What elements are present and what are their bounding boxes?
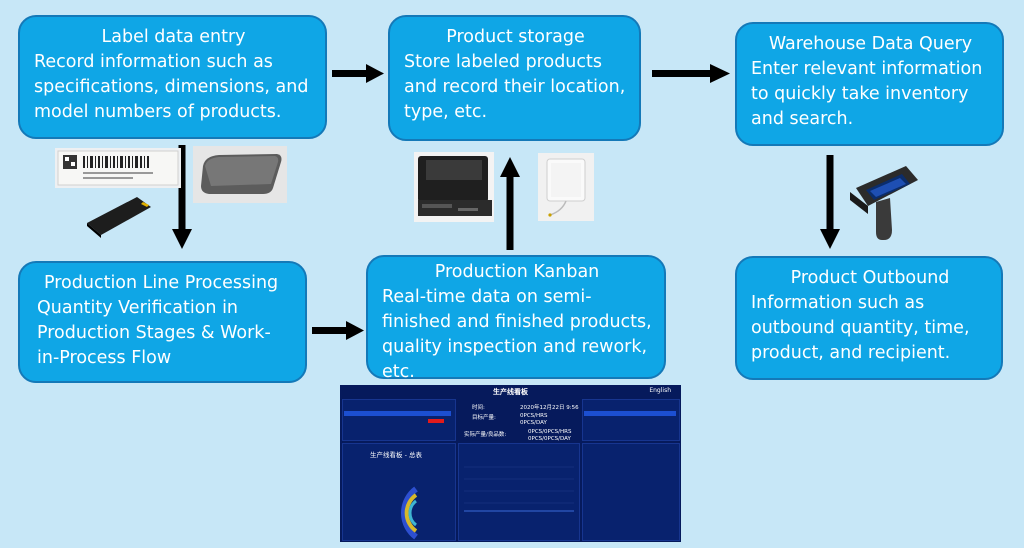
dashboard-time-label: 时间:	[472, 405, 485, 411]
dashboard-target-label: 目标产量:	[472, 415, 496, 421]
arrow-right-icon	[332, 64, 384, 83]
production-line-title: Production Line Processing	[44, 273, 279, 293]
usb-rfid-reader-image	[87, 197, 151, 238]
dashboard-alert-indicator	[428, 419, 444, 423]
dashboard-actual-label: 实际产量/良品数:	[464, 432, 507, 438]
dashboard-actual-day: 0PCS/0PCS/DAY	[528, 436, 571, 442]
arrow-up-icon	[500, 157, 520, 250]
dashboard-top-left-panel	[342, 399, 456, 441]
dashboard-chart	[464, 466, 574, 512]
dashboard-summary-title: 生产线看板 - 总表	[370, 451, 422, 459]
warehouse-query-description: Enter relevant information to quickly ta…	[751, 59, 983, 129]
dashboard-time-value: 2020年12月22日 9:56	[520, 405, 579, 411]
production-kanban-dashboard: 生产线看板 English 时间: 2020年12月22日 9:56 目标产量:…	[340, 385, 681, 542]
dashboard-table-header	[344, 411, 451, 416]
production-line-description: Quantity Verification in Production Stag…	[37, 298, 271, 368]
product-storage-description: Store labeled products and record their …	[404, 52, 626, 122]
production-kanban-description: Real-time data on semi-finished and fini…	[382, 287, 652, 382]
panel-antenna-image	[538, 153, 594, 221]
label-entry-title: Label data entry	[101, 27, 246, 47]
dashboard-target-day: 0PCS/DAY	[520, 420, 547, 426]
dashboard-bottom-right-panel	[582, 443, 680, 541]
label-entry-box: Label data entry Record information such…	[18, 15, 327, 139]
dashboard-target-hrs: 0PCS/HRS	[520, 413, 548, 419]
dashboard-language-link: English	[649, 387, 671, 394]
warehouse-query-title: Warehouse Data Query	[768, 34, 973, 54]
dashboard-summary-panel	[342, 443, 456, 541]
dashboard-actual-hrs: 0PCS/0PCS/HRS	[528, 429, 572, 435]
desktop-rfid-reader-image	[193, 146, 287, 203]
arrow-right-icon	[312, 321, 364, 340]
product-outbound-title: Product Outbound	[790, 268, 950, 288]
product-outbound-description: Information such as outbound quantity, t…	[751, 293, 970, 363]
product-storage-title: Product storage	[446, 27, 585, 47]
warehouse-query-box: Warehouse Data Query Enter relevant info…	[735, 22, 1004, 146]
dashboard-title: 生产线看板	[493, 388, 528, 396]
dashboard-top-right-panel	[582, 399, 680, 441]
handheld-rfid-terminal-image	[850, 166, 918, 240]
dashboard-gauge	[401, 486, 418, 540]
label-entry-description: Record information such as specification…	[34, 52, 309, 122]
rfid-label-tag-image	[55, 148, 181, 188]
product-outbound-box: Product Outbound Information such as out…	[735, 256, 1003, 380]
production-kanban-box: Production Kanban Real-time data on semi…	[366, 255, 666, 382]
dashboard-right-table-header	[584, 411, 676, 416]
dashboard-chart-panel	[458, 443, 580, 541]
label-printer-image	[414, 152, 494, 222]
product-storage-box: Product storage Store labeled products a…	[388, 15, 641, 141]
arrow-right-icon	[652, 64, 730, 83]
arrow-down-icon	[172, 145, 192, 249]
arrow-down-icon	[820, 155, 840, 249]
production-kanban-title: Production Kanban	[434, 262, 600, 282]
production-line-box: Production Line Processing Quantity Veri…	[18, 261, 307, 383]
